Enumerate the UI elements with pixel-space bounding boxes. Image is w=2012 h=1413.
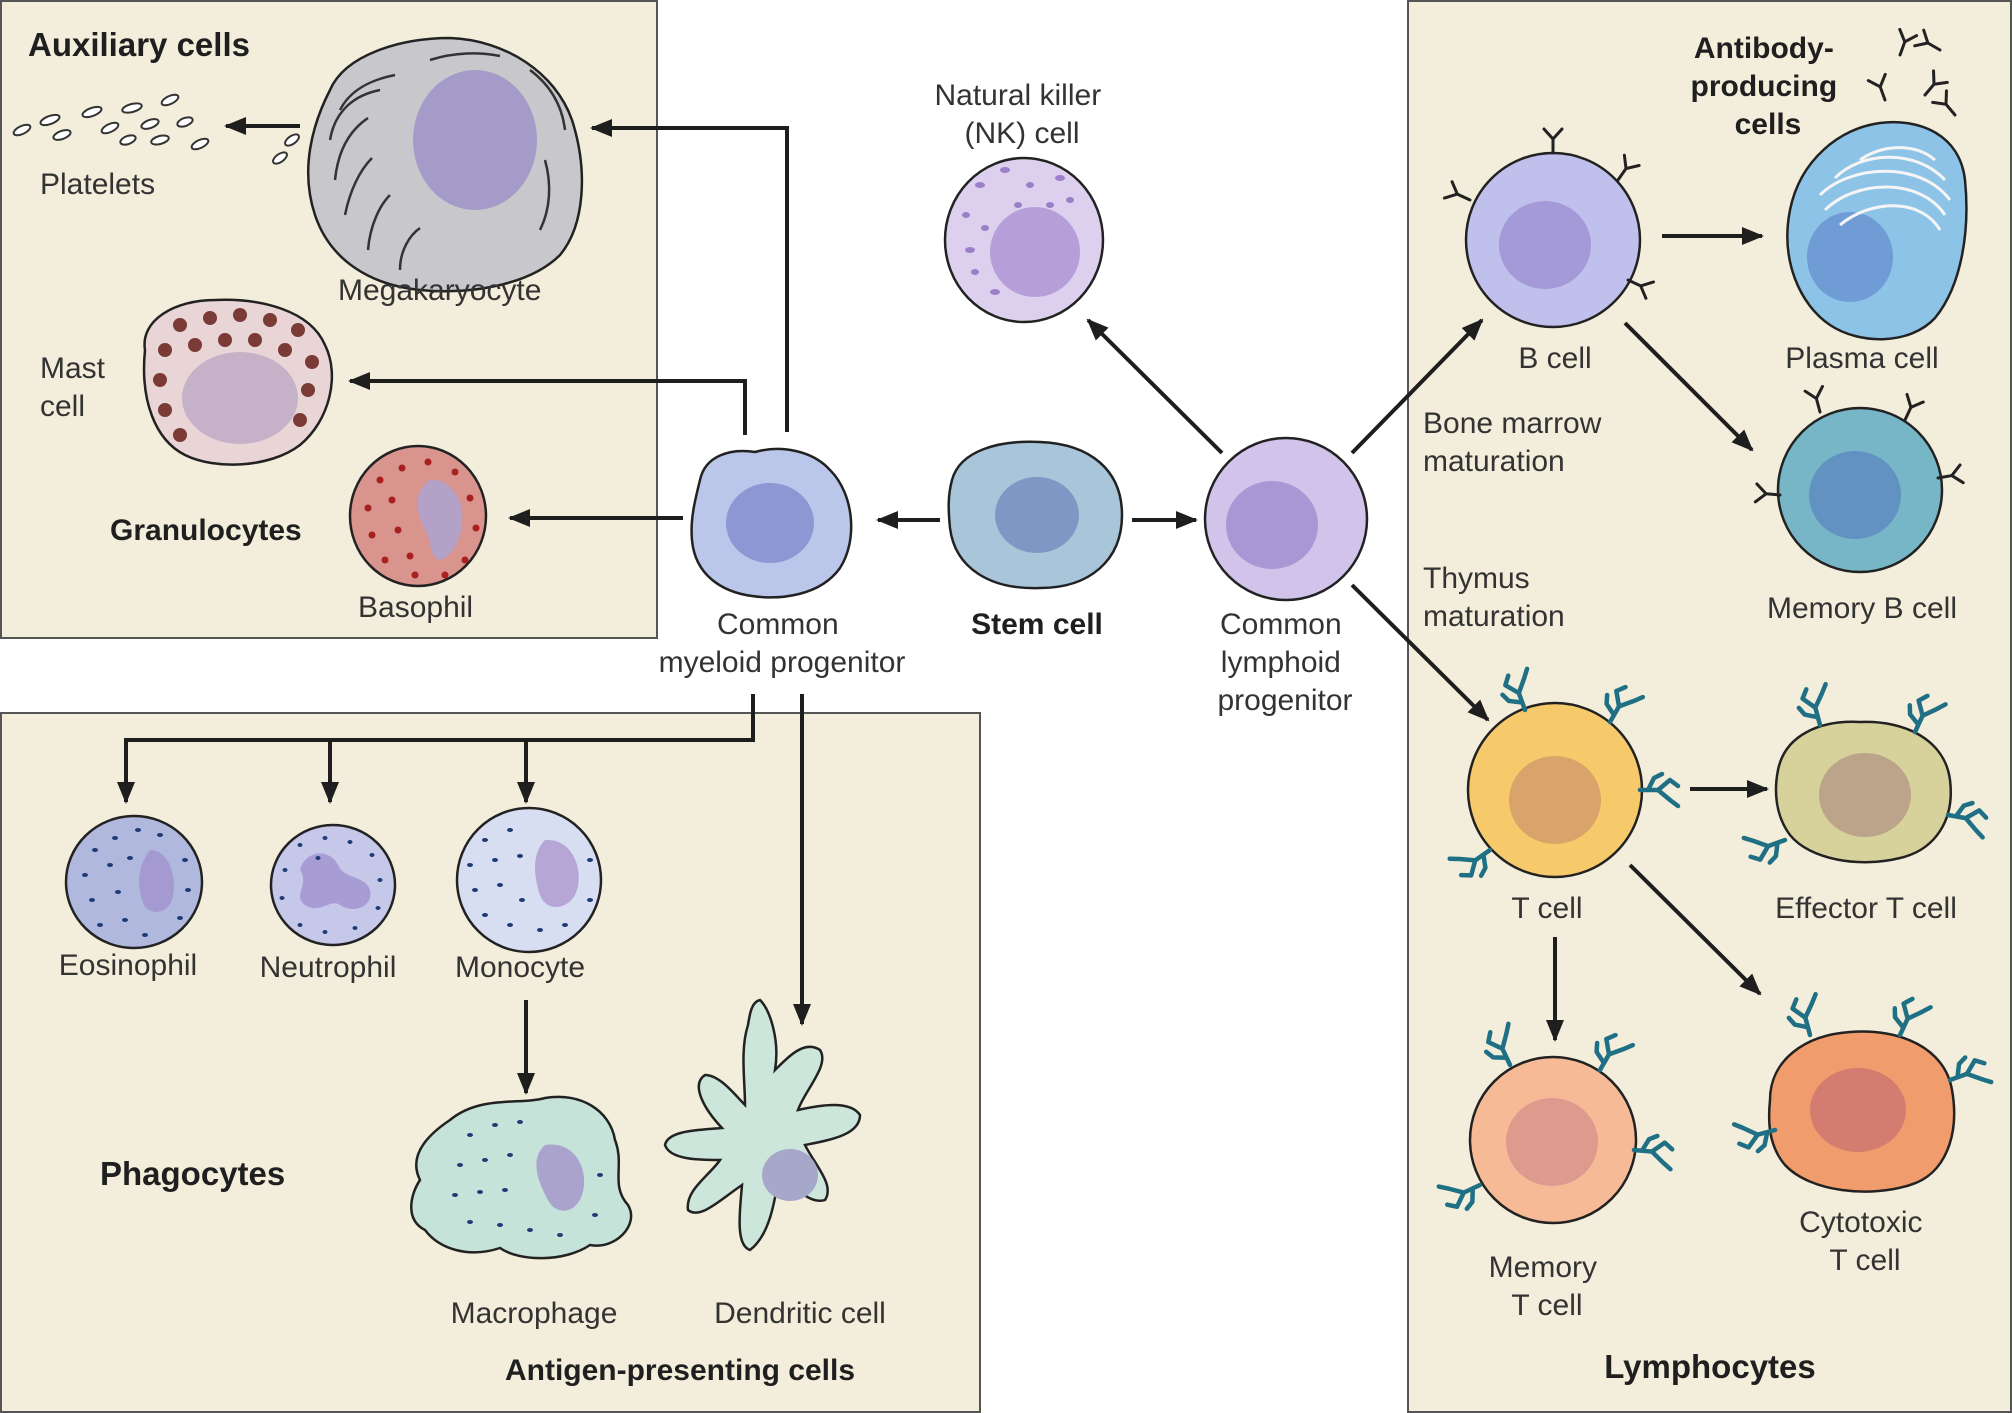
memory-b-cell [1753, 384, 1965, 574]
stem-cell [947, 440, 1124, 590]
monocyte [455, 806, 603, 954]
lymphoid-label-line2: lymphoid [1221, 646, 1341, 679]
macrophage [410, 1095, 633, 1260]
nk-label-line1: Natural killer [934, 79, 1101, 112]
b-cell [1442, 127, 1656, 329]
memory-t-cell [1439, 1024, 1673, 1225]
dendritic-cell-label: Dendritic cell [714, 1297, 886, 1330]
plasma-cell-label: Plasma cell [1785, 342, 1938, 375]
mast-cell-label: Mast cell [40, 352, 113, 423]
antibody-label-line1: Antibody- [1694, 32, 1834, 65]
memory-t-cell-label: Memory T cell [1489, 1251, 1606, 1322]
labels: Auxiliary cells Platelets Megakaryocyte … [28, 26, 1957, 1387]
arrow-myeloid-to-row [117, 694, 755, 804]
nk-cell [943, 156, 1105, 324]
antibody-producing-label: Antibody- producing cells [1691, 32, 1846, 141]
common-myeloid-progenitor [690, 447, 853, 599]
arrow-myeloid-to-megakaryocyte [590, 119, 789, 432]
eosinophil [64, 814, 204, 950]
basophil-label: Basophil [358, 591, 473, 624]
dendritic-cell [663, 998, 862, 1252]
mast-cell [142, 298, 334, 466]
arrow-bcell-to-memoryb [1623, 321, 1754, 452]
neutrophil [269, 823, 397, 947]
megakaryocyte-label: Megakaryocyte [338, 274, 541, 307]
common-lymphoid-progenitor [1203, 436, 1369, 602]
thymus-label: Thymus maturation [1423, 562, 1565, 633]
arrow-lymphoid-to-nk [1086, 318, 1224, 455]
t-cell [1450, 669, 1678, 885]
antibody-label-line2: producing [1691, 70, 1838, 103]
antibody-label-line3: cells [1735, 108, 1802, 141]
eosinophil-label: Eosinophil [59, 949, 197, 982]
megakaryocyte [306, 36, 584, 293]
mast-label-line2: cell [40, 390, 85, 423]
macrophage-label: Macrophage [451, 1297, 618, 1330]
cytotoxic-line2: T cell [1829, 1244, 1900, 1277]
memory-t-line2: T cell [1511, 1289, 1582, 1322]
arrow-myeloid-to-mast [348, 372, 747, 435]
platelets [12, 93, 300, 165]
stem-cell-label: Stem cell [971, 608, 1103, 641]
monocyte-label: Monocyte [455, 951, 585, 984]
bone-marrow-line1: Bone marrow [1423, 407, 1602, 440]
phagocytes-title: Phagocytes [100, 1155, 285, 1192]
effector-t-cell [1744, 684, 1988, 868]
lymphoid-label-line3: progenitor [1217, 684, 1352, 717]
arrow-lymphoid-to-bcell [1350, 318, 1484, 455]
cytotoxic-t-cell [1734, 994, 1991, 1193]
memory-t-line1: Memory [1489, 1251, 1597, 1284]
neutrophil-label: Neutrophil [260, 951, 397, 984]
thymus-line1: Thymus [1423, 562, 1530, 595]
arrow-lymphoid-to-tcell [1350, 583, 1490, 722]
thymus-line2: maturation [1423, 600, 1565, 633]
b-cell-label: B cell [1518, 342, 1591, 375]
t-cell-label: T cell [1511, 892, 1582, 925]
nk-cell-label: Natural killer (NK) cell [934, 79, 1109, 150]
lymphoid-label-line1: Common [1220, 608, 1342, 641]
mast-label-line1: Mast [40, 352, 106, 385]
effector-t-cell-label: Effector T cell [1775, 892, 1957, 925]
cytotoxic-t-cell-label: Cytotoxic T cell [1799, 1206, 1931, 1277]
auxiliary-cells-title: Auxiliary cells [28, 26, 250, 63]
platelets-label: Platelets [40, 168, 155, 201]
memory-b-cell-label: Memory B cell [1767, 592, 1957, 625]
basophil [348, 444, 488, 588]
bone-marrow-label: Bone marrow maturation [1423, 407, 1610, 478]
myeloid-label-line2: myeloid progenitor [659, 646, 906, 679]
arrows [117, 117, 1769, 1095]
lymphoid-label: Common lymphoid progenitor [1217, 608, 1352, 717]
granulocytes-label: Granulocytes [110, 514, 302, 547]
cytotoxic-line1: Cytotoxic [1799, 1206, 1922, 1239]
arrow-tcell-to-cytotoxic [1628, 863, 1762, 996]
nk-label-line2: (NK) cell [964, 117, 1079, 150]
antigen-presenting-title: Antigen-presenting cells [505, 1354, 855, 1387]
plasma-cell [1786, 120, 1968, 341]
myeloid-label: Common myeloid progenitor [659, 608, 906, 679]
lymphocytes-title: Lymphocytes [1604, 1348, 1816, 1385]
myeloid-label-line1: Common [717, 608, 839, 641]
bone-marrow-line2: maturation [1423, 445, 1565, 478]
